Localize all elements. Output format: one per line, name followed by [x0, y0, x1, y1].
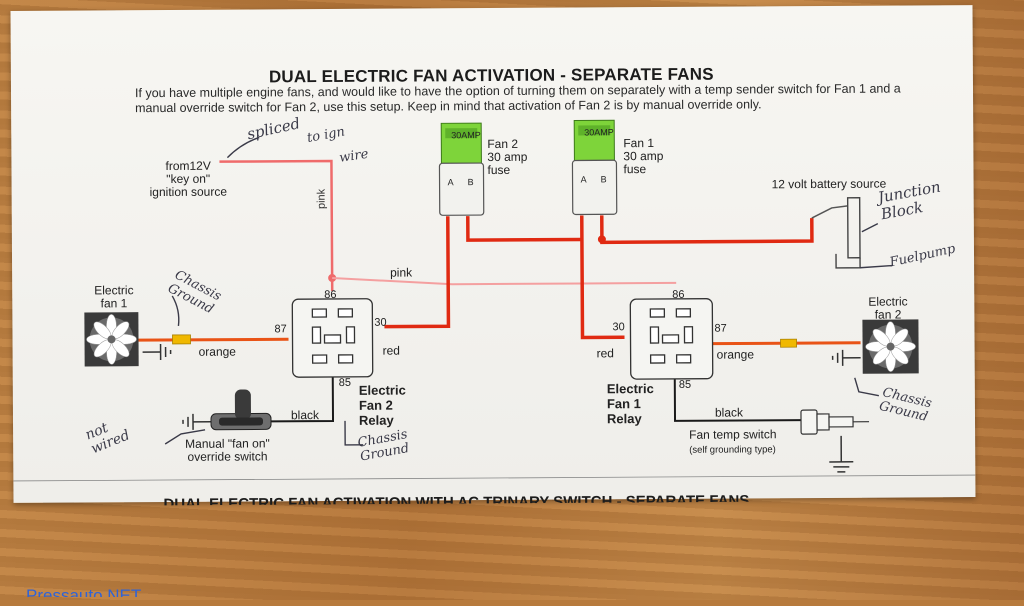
- fan-2-symbol: [862, 319, 918, 373]
- red-wire-left-label: red: [383, 345, 400, 358]
- diagram-sheet: DUAL ELECTRIC FAN ACTIVATION - SEPARATE …: [11, 5, 976, 503]
- black-wire-right-label: black: [715, 406, 743, 419]
- ground-temp-symbol: [829, 436, 853, 472]
- ignition-source-label: from12V "key on" ignition source: [149, 160, 227, 199]
- fuse-2-label: Fan 2 30 amp fuse: [487, 138, 527, 177]
- relay-1-symbol: [630, 299, 712, 379]
- relay-1-pin-87: 87: [714, 323, 726, 336]
- manual-switch-label: Manual "fan on" override switch: [185, 437, 270, 464]
- relay-2-label: Electric Fan 2 Relay: [359, 383, 406, 428]
- fuse-1-tag: 30AMP: [584, 126, 614, 139]
- battery-wire: [812, 206, 848, 218]
- inline-fuse-left: [172, 335, 190, 344]
- relay-2-pin-85: 85: [339, 377, 351, 390]
- fuse-2-tag: 30AMP: [451, 129, 481, 142]
- red-wire-right-label: red: [597, 347, 614, 360]
- fuse-1-pin-b: B: [601, 173, 607, 186]
- fuse-1-label: Fan 1 30 amp fuse: [623, 137, 663, 176]
- fan-1-symbol: [84, 312, 138, 366]
- watermark: Pressauto.NET: [26, 586, 141, 606]
- fuse-2-pin-b: B: [468, 176, 474, 189]
- relay-1-pin-86: 86: [672, 289, 684, 302]
- battery-source-label: 12 volt battery source: [772, 178, 887, 192]
- pink-wire-vertical-label: pink: [316, 189, 328, 209]
- fan-2-label: Electric fan 2: [868, 295, 908, 321]
- pink-wire-label: pink: [390, 266, 412, 279]
- temp-switch-label: Fan temp switch (self grounding type): [689, 428, 777, 457]
- relay-2-symbol: [292, 299, 372, 377]
- relay-2-pin-86: 86: [324, 289, 336, 302]
- ground-switch-symbol: [183, 414, 211, 430]
- junction-block-sketch: [836, 198, 860, 268]
- relay-1-label: Electric Fan 1 Relay: [607, 381, 654, 426]
- orange-wire-fan1: [139, 339, 289, 340]
- red-wire-fuses-battery: [468, 214, 812, 243]
- fuse-1-pin-a: A: [581, 173, 587, 186]
- intro-text: If you have multiple engine fans, and wo…: [135, 81, 925, 116]
- manual-switch-symbol: [211, 389, 271, 429]
- fan-1-label: Electric fan 1: [94, 284, 134, 310]
- pink-wire-to-relay1: [332, 276, 676, 285]
- relay-1-pin-85: 85: [679, 379, 691, 392]
- relay-1-pin-30: 30: [612, 321, 624, 334]
- relay-2-pin-30: 30: [374, 317, 386, 330]
- relay-2-pin-87: 87: [274, 323, 286, 336]
- black-wire-left-label: black: [291, 409, 319, 422]
- inline-fuse-right: [781, 339, 797, 347]
- red-junction: [598, 235, 606, 243]
- temp-switch-symbol: [801, 410, 869, 434]
- orange-wire-right-label: orange: [717, 348, 754, 361]
- ground-fan2-symbol: [833, 350, 861, 366]
- bottom-rule: [13, 475, 975, 481]
- ground-fan1-symbol: [143, 344, 171, 360]
- fuse-2-pin-a: A: [448, 176, 454, 189]
- orange-wire-left-label: orange: [199, 346, 236, 359]
- pink-wire-ignition: [219, 161, 332, 292]
